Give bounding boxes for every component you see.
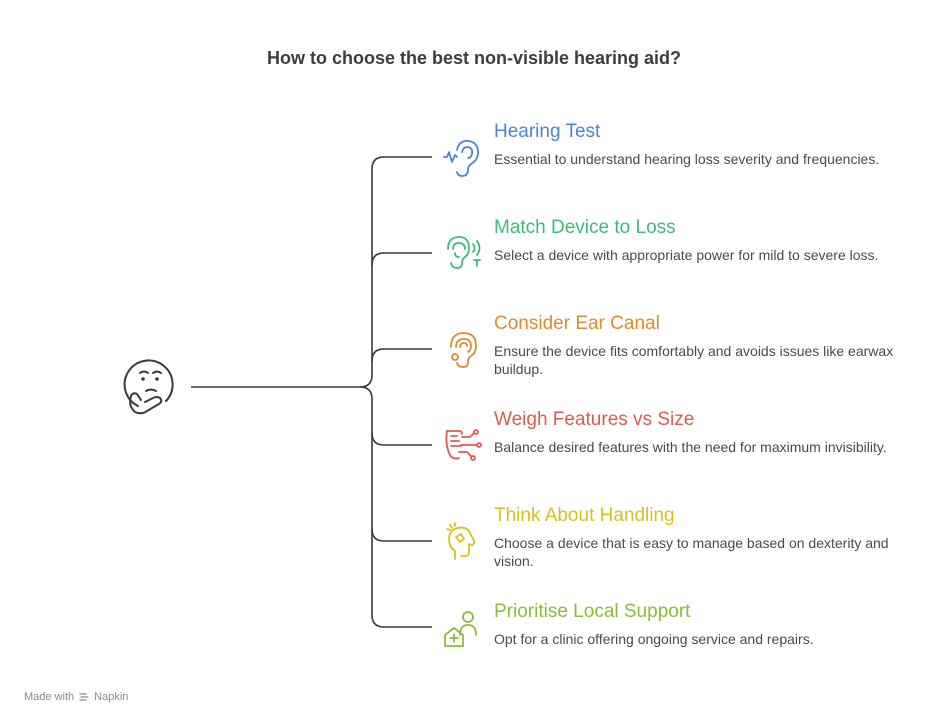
ear-canal-icon <box>450 332 477 368</box>
item-description: Ensure the device fits comfortably and a… <box>494 343 894 377</box>
ear-sound-icon <box>443 140 479 177</box>
item-description: Opt for a clinic offering ongoing servic… <box>494 631 814 647</box>
thinking-face-icon <box>123 359 174 415</box>
item-title: Hearing Test <box>494 121 601 142</box>
item-think-handling: Think About Handling Choose a device tha… <box>494 504 894 570</box>
item-description: Select a device with appropriate power f… <box>494 247 879 263</box>
footer-made-with: Made with <box>24 691 75 703</box>
item-match-device: Match Device to Loss Select a device wit… <box>494 216 894 264</box>
item-weigh-features: Weigh Features vs Size Balance desired f… <box>494 408 894 456</box>
circuit-hand-icon <box>445 429 482 461</box>
footer-attribution: Made with Napkin <box>24 691 128 703</box>
item-title: Consider Ear Canal <box>494 313 660 334</box>
item-title: Prioritise Local Support <box>494 601 691 622</box>
item-consider-canal: Consider Ear Canal Ensure the device fit… <box>494 312 894 378</box>
item-local-support: Prioritise Local Support Opt for a clini… <box>494 600 894 648</box>
napkin-logo-icon <box>79 693 89 701</box>
item-description: Balance desired features with the need f… <box>494 439 887 455</box>
clinic-support-icon <box>444 611 477 647</box>
hand-gesture-icon <box>446 522 476 560</box>
item-hearing-test: Hearing Test Essential to understand hea… <box>494 120 894 168</box>
item-title: Weigh Features vs Size <box>494 409 695 430</box>
item-description: Choose a device that is easy to manage b… <box>494 535 889 569</box>
item-title: Match Device to Loss <box>494 217 676 238</box>
diagram-title: How to choose the best non-visible heari… <box>266 48 682 68</box>
ear-hearing-aid-icon <box>447 236 481 269</box>
item-description: Essential to understand hearing loss sev… <box>494 151 880 167</box>
footer-brand: Napkin <box>94 691 129 703</box>
item-title: Think About Handling <box>494 505 675 526</box>
